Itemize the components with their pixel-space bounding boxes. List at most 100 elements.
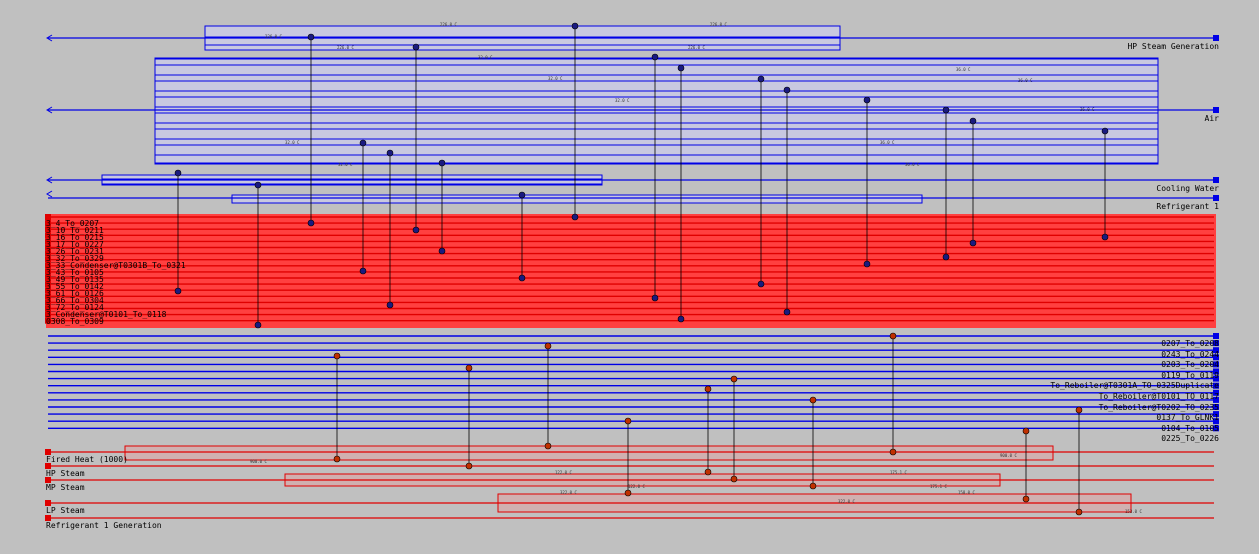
temperature-annotation: 32.0 C (478, 55, 493, 60)
exchanger-node (1101, 127, 1109, 135)
exchanger-node (412, 43, 420, 51)
stream-end-marker (1213, 107, 1219, 113)
temperature-annotation: 175.1 C (930, 484, 947, 489)
exchanger-node (863, 96, 871, 104)
exchanger-node (1075, 406, 1083, 414)
temperature-annotation: 32.0 C (548, 76, 563, 81)
exchanger-node (809, 396, 817, 404)
exchanger-node (677, 315, 685, 323)
exchanger-node (677, 64, 685, 72)
exchanger-node (704, 468, 712, 476)
stream-start-marker (45, 220, 51, 227)
temperature-annotation: 32.0 C (615, 98, 630, 103)
stream-start-marker (45, 477, 51, 483)
exchanger-node (174, 287, 182, 295)
exchanger-node (783, 86, 791, 94)
hot-stream-label: 3_49_To_0135 (46, 275, 104, 284)
exchanger-node (254, 181, 262, 189)
hot-stream-label: 3_33_Condenser@T0301B_To_0321 (46, 261, 186, 270)
stream-start-marker (45, 226, 51, 233)
stream-end-marker (1213, 404, 1219, 410)
hot-stream-label: 3_Condenser@T0101_To_0118 (46, 310, 167, 319)
temperature-annotation: 226.0 C (440, 22, 457, 27)
stream-start-marker (45, 311, 51, 318)
exchanger-node (544, 442, 552, 450)
exchanger-node (889, 448, 897, 456)
exchanger-node (333, 352, 341, 360)
hot-utility-label: HP Steam (46, 469, 85, 478)
cold-stream-label: 0119_To_0119 (1161, 370, 1219, 380)
stream-end-marker (1213, 177, 1219, 183)
stream-end-marker (1213, 354, 1219, 361)
cold-utility-label: Air (1204, 114, 1219, 123)
exchanger-node (757, 75, 765, 83)
temperature-annotation: 32.0 C (285, 140, 300, 145)
exchanger-node (704, 385, 712, 393)
stream-start-marker (45, 463, 51, 469)
stream-end-marker (1213, 389, 1219, 396)
cold-stream-label: 0243_To_0244 (1161, 349, 1219, 359)
hot-stream-label: 3_16_To_0215 (46, 233, 104, 242)
stream-end-marker (1213, 195, 1219, 201)
fired-heat-band (124, 445, 1054, 461)
stream-start-marker (45, 256, 51, 263)
cold-stream-label: 0203_To_0204 (1161, 360, 1219, 370)
hot-stream-label: 3_72_To_0124 (46, 303, 104, 312)
exchanger-node (438, 159, 446, 167)
stream-end-marker (1213, 35, 1219, 41)
hot-stream-label: 3_4_To_0207 (46, 219, 99, 228)
exchanger-node (571, 213, 579, 221)
exchanger-node (333, 455, 341, 463)
temperature-annotation: 36.0 C (905, 162, 920, 167)
hot-utility-label: Fired Heat (1000) (46, 455, 128, 464)
temperature-annotation: 175.1 C (890, 470, 907, 475)
cold-utility-label: Cooling Water (1156, 184, 1219, 193)
cold-stream-label: To_Reboiler@T0202_TO_0235 (1098, 402, 1219, 412)
stream-start-marker (45, 262, 51, 269)
stream-start-marker (45, 275, 51, 281)
arrow-icon (46, 34, 53, 42)
exchanger-node (518, 191, 526, 199)
hot-stream-label: 3_32_To_0329 (46, 254, 104, 263)
exchanger-node (518, 274, 526, 282)
temperature-annotation: 36.0 C (1018, 78, 1033, 83)
exchanger-node (174, 169, 182, 177)
stream-end-marker (1213, 340, 1219, 347)
stream-start-marker (45, 232, 51, 239)
temperature-annotation: 36.0 C (1080, 107, 1095, 112)
stream-end-marker (1213, 333, 1219, 339)
temperature-annotation: 153.0 C (1125, 509, 1142, 514)
air-band (154, 57, 1159, 165)
exchanger-node (651, 294, 659, 302)
temperature-annotation: 322.0 C (838, 499, 855, 504)
cold-utility-label: HP Steam Generation (1127, 42, 1219, 51)
exchanger-node (465, 462, 473, 470)
exchanger-node (863, 260, 871, 268)
temperature-annotation: 322.0 C (560, 490, 577, 495)
exchanger-node (386, 301, 394, 309)
stream-end-marker (1213, 347, 1219, 354)
stream-end-marker (1213, 368, 1219, 375)
exchanger-node (1075, 508, 1083, 516)
exchanger-node (730, 375, 738, 383)
stream-start-marker (45, 244, 51, 251)
stream-start-marker (45, 293, 51, 300)
temperature-annotation: 226.0 C (688, 45, 705, 50)
exchanger-node (386, 149, 394, 157)
cold-utility-label: Refrigerant 1 (1156, 202, 1219, 211)
stream-start-marker (45, 317, 51, 324)
exchanger-node (624, 489, 632, 497)
temperature-annotation: 900.0 C (250, 459, 267, 464)
exchanger-node (624, 417, 632, 425)
exchanger-node (969, 239, 977, 247)
exchanger-node (412, 226, 420, 234)
temperature-annotation: 32.0 C (338, 162, 353, 167)
hot-stream-label: 3_17_To_0227 (46, 240, 104, 249)
cold-stream-label: 0104_To_0105 (1161, 423, 1219, 433)
stream-start-marker (45, 268, 51, 275)
exchanger-node (889, 332, 897, 340)
exchanger-node (254, 321, 262, 329)
temperature-annotation: 36.0 C (880, 140, 895, 145)
temperature-annotation: 900.0 C (1000, 453, 1017, 458)
